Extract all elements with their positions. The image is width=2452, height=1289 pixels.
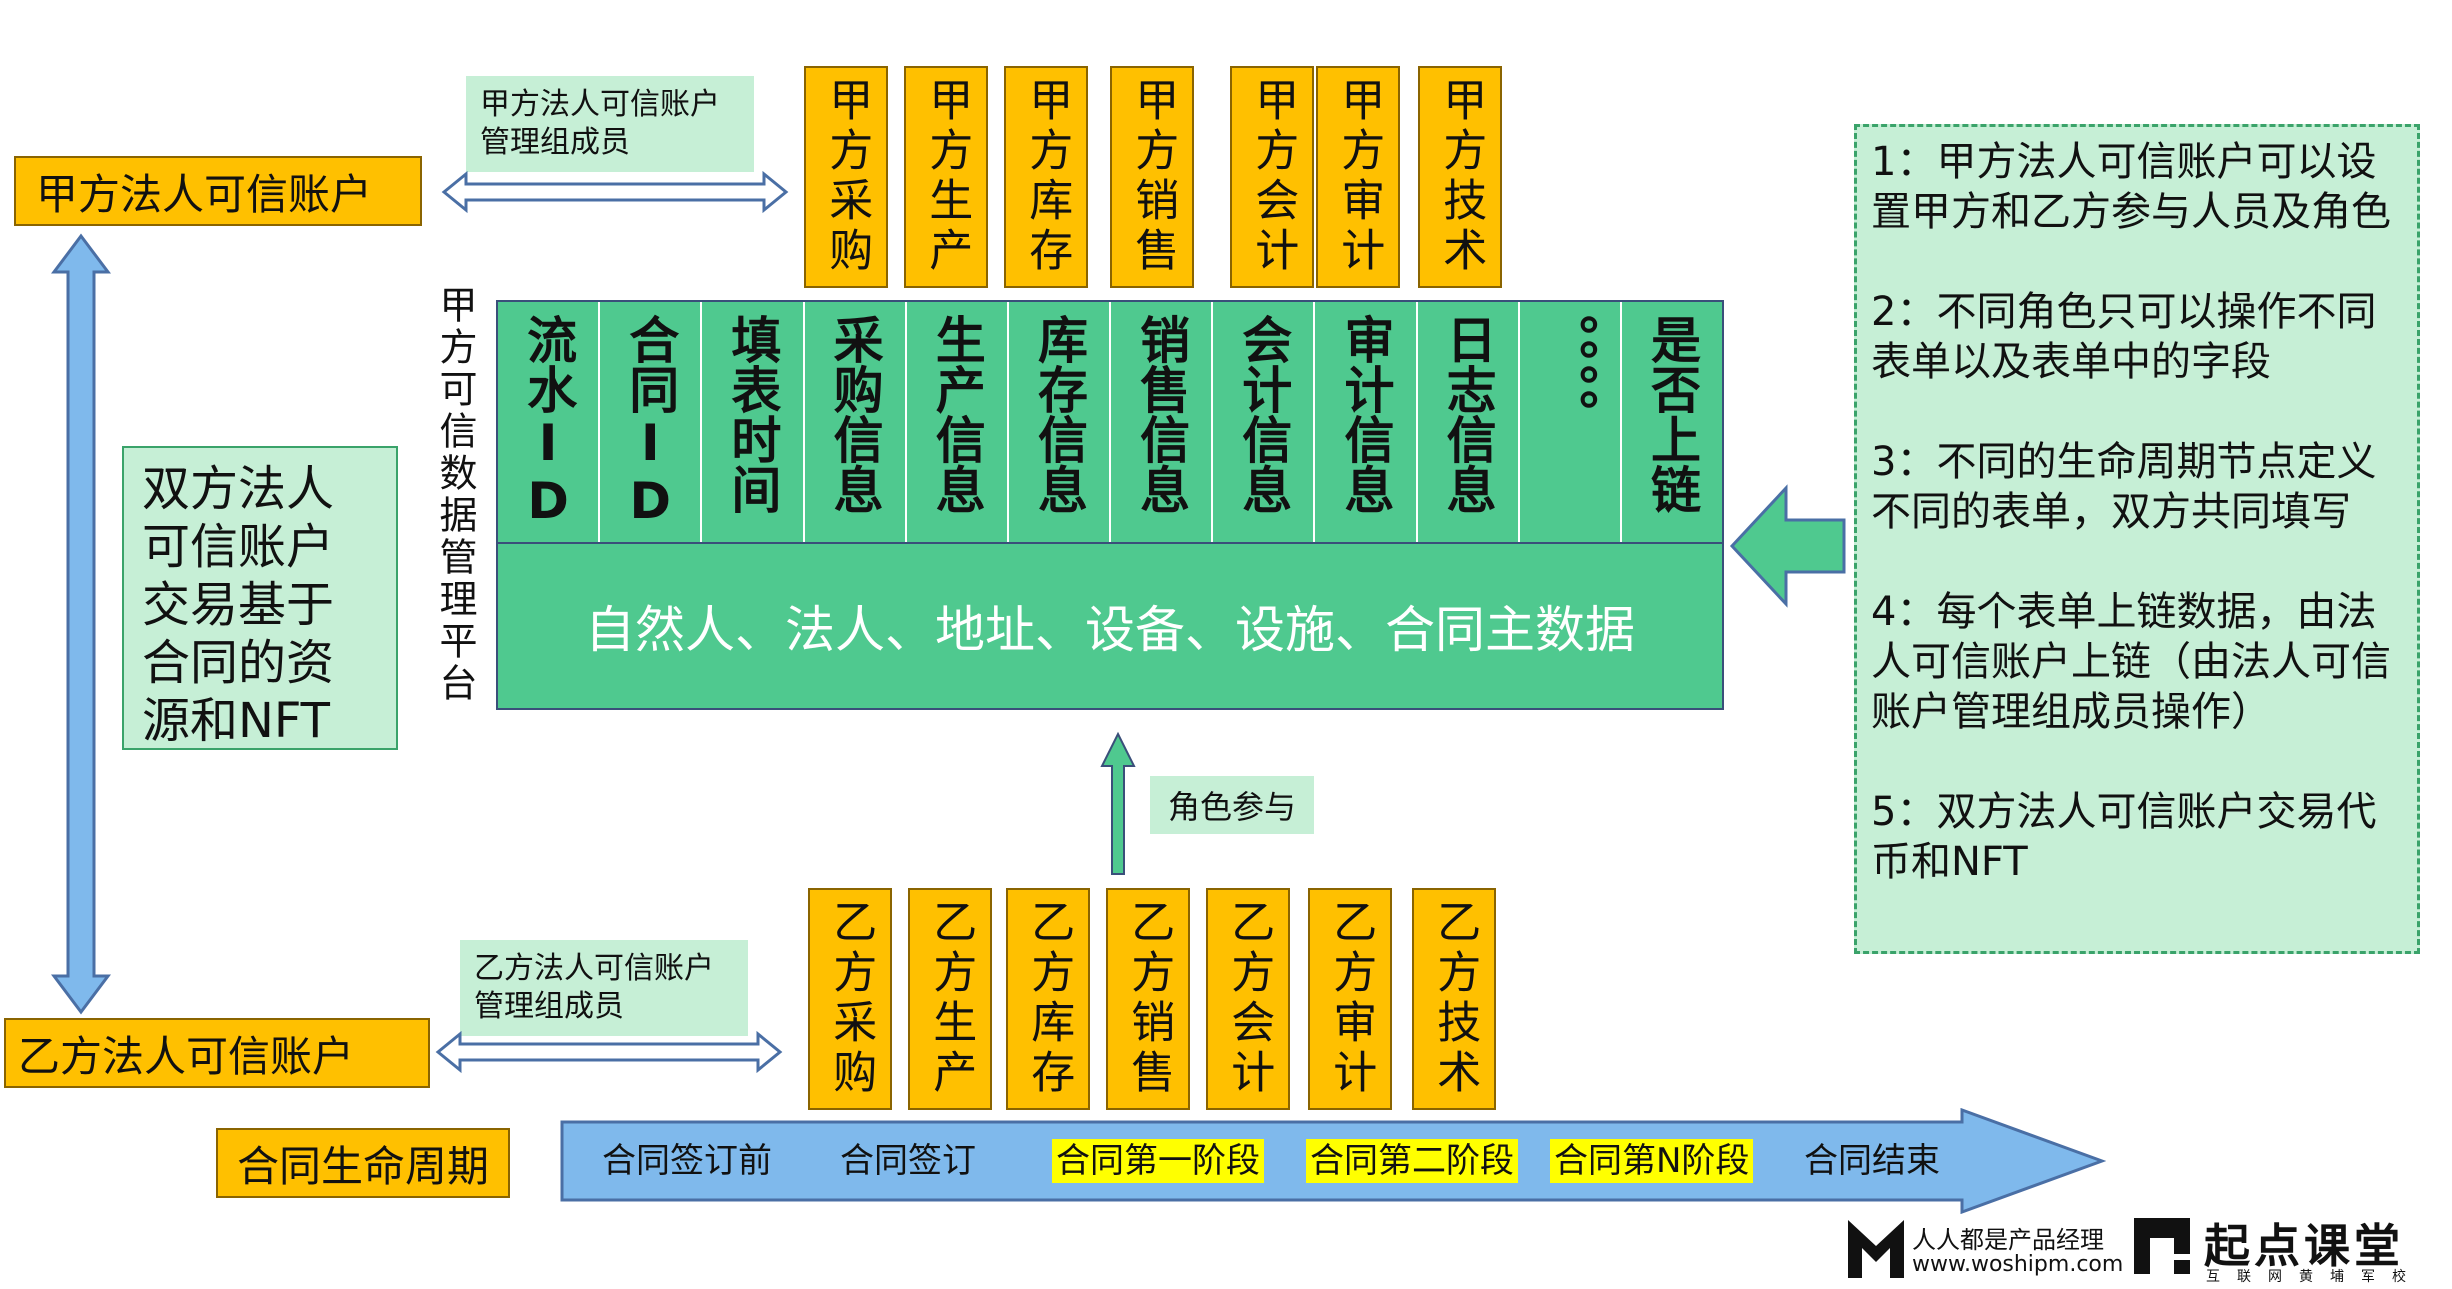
party-a-role-box: 甲方库存: [1004, 66, 1088, 288]
woshipm-logo: 人人都是产品经理 www.woshipm.com: [1846, 1216, 2123, 1282]
lifecycle-stage: 合同结束: [1804, 1141, 1940, 1181]
party-a-role-box: 甲方销售: [1110, 66, 1194, 288]
platform-column-7: 会计信息: [1213, 302, 1316, 542]
party-a-role-box: 甲方会计: [1230, 66, 1314, 288]
platform-column-label: 审计信息: [1336, 314, 1395, 514]
platform-column-label: 生产信息: [927, 314, 986, 514]
platform-column-label: 是否上链: [1642, 314, 1701, 514]
note-item: 3：不同的生命周期节点定义不同的表单，双方共同填写: [1871, 439, 2377, 535]
platform-column-9: 日志信息: [1418, 302, 1520, 542]
party-a-role-box: 甲方生产: [904, 66, 988, 288]
party-b-account-box: 乙方法人可信账户: [4, 1018, 430, 1088]
party-b-role-box: 乙方销售: [1106, 888, 1190, 1110]
lifecycle-stage: 合同第二阶段: [1306, 1139, 1518, 1183]
note-item: 5：双方法人可信账户交易代币和NFT: [1871, 789, 2377, 885]
party-a-account-label: 甲方法人可信账户: [36, 169, 373, 219]
party-b-role-box: 乙方审计: [1308, 888, 1392, 1110]
lifecycle-stage: 合同签订: [840, 1141, 976, 1181]
qidian-logo: 起点课堂 互联网黄埔军校: [2130, 1210, 2448, 1286]
platform-column-label: 合同ID: [621, 314, 680, 530]
role-participation-label: 角色参与: [1150, 776, 1314, 834]
platform-column-label: 库存信息: [1029, 314, 1088, 514]
party-a-double-arrow: [441, 170, 789, 214]
platform-column-4: 生产信息: [907, 302, 1009, 542]
platform-table: 流水ID 合同ID 填表时间采购信息生产信息库存信息销售信息会计信息审计信息日志信息…: [496, 300, 1724, 544]
platform-column-label: 流水ID: [519, 314, 578, 530]
platform-column-label: 。。。。: [1540, 314, 1599, 439]
platform-vertical-label: 甲方可信数据管理平台: [433, 285, 477, 705]
party-a-role-box: 甲方采购: [804, 66, 888, 288]
lifecycle-stage: 合同签订前: [602, 1141, 772, 1181]
party-b-account-label: 乙方法人可信账户: [18, 1031, 355, 1081]
notes-panel: 1：甲方法人可信账户可以设置甲方和乙方参与人员及角色 2：不同角色只可以操作不同表…: [1854, 124, 2420, 954]
platform-column-3: 采购信息: [805, 302, 907, 542]
platform-column-8: 审计信息: [1315, 302, 1418, 542]
platform-column-label: 采购信息: [825, 314, 884, 514]
party-b-manager-note: 乙方法人可信账户管理组成员: [460, 940, 748, 1036]
party-a-manager-note: 甲方法人可信账户管理组成员: [466, 76, 754, 172]
master-data-box: 自然人、法人、地址、设备、设施、合同主数据: [496, 544, 1724, 710]
note-item: 1：甲方法人可信账户可以设置甲方和乙方参与人员及角色: [1871, 139, 2391, 235]
party-a-account-box: 甲方法人可信账户: [14, 156, 422, 226]
platform-column-label: 销售信息: [1132, 314, 1191, 514]
woshipm-mark-icon: [1848, 1220, 1904, 1278]
platform-column-0: 流水ID: [498, 302, 601, 542]
trade-note-box: 双方法人可信账户交易基于合同的资源和NFT: [122, 446, 398, 750]
note-item: 4：每个表单上链数据，由法人可信账户上链（由法人可信账户管理组成员操作）: [1871, 589, 2391, 735]
platform-column-label: 日志信息: [1438, 314, 1497, 514]
platform-column-2: 填表时间: [702, 302, 805, 542]
platform-column-11: 是否上链: [1622, 302, 1722, 542]
platform-column-label: 会计信息: [1234, 314, 1293, 514]
qidian-mark-icon: [2134, 1218, 2190, 1274]
lifecycle-stage: 合同第一阶段: [1052, 1139, 1264, 1183]
platform-column-10: 。。。。: [1520, 302, 1622, 542]
platform-column-label: 填表时间: [723, 314, 782, 514]
accounts-vertical-arrow: [51, 233, 111, 1015]
party-b-role-box: 乙方生产: [908, 888, 992, 1110]
platform-column-1: 合同ID: [600, 302, 703, 542]
platform-column-5: 库存信息: [1009, 302, 1112, 542]
platform-column-6: 销售信息: [1111, 302, 1214, 542]
lifecycle-label-box: 合同生命周期: [216, 1128, 510, 1198]
notes-to-platform-arrow: [1729, 484, 1846, 608]
party-b-role-box: 乙方库存: [1006, 888, 1090, 1110]
note-item: 2：不同角色只可以操作不同表单以及表单中的字段: [1871, 289, 2377, 385]
party-b-role-box: 乙方技术: [1412, 888, 1496, 1110]
party-b-role-box: 乙方会计: [1206, 888, 1290, 1110]
party-b-role-box: 乙方采购: [808, 888, 892, 1110]
party-a-role-box: 甲方审计: [1316, 66, 1400, 288]
lifecycle-stage: 合同第N阶段: [1550, 1139, 1754, 1183]
role-participation-arrow: [1100, 731, 1136, 875]
party-a-role-box: 甲方技术: [1418, 66, 1502, 288]
party-b-double-arrow: [435, 1030, 783, 1074]
master-data-text: 自然人、法人、地址、设备、设施、合同主数据: [585, 601, 1635, 659]
